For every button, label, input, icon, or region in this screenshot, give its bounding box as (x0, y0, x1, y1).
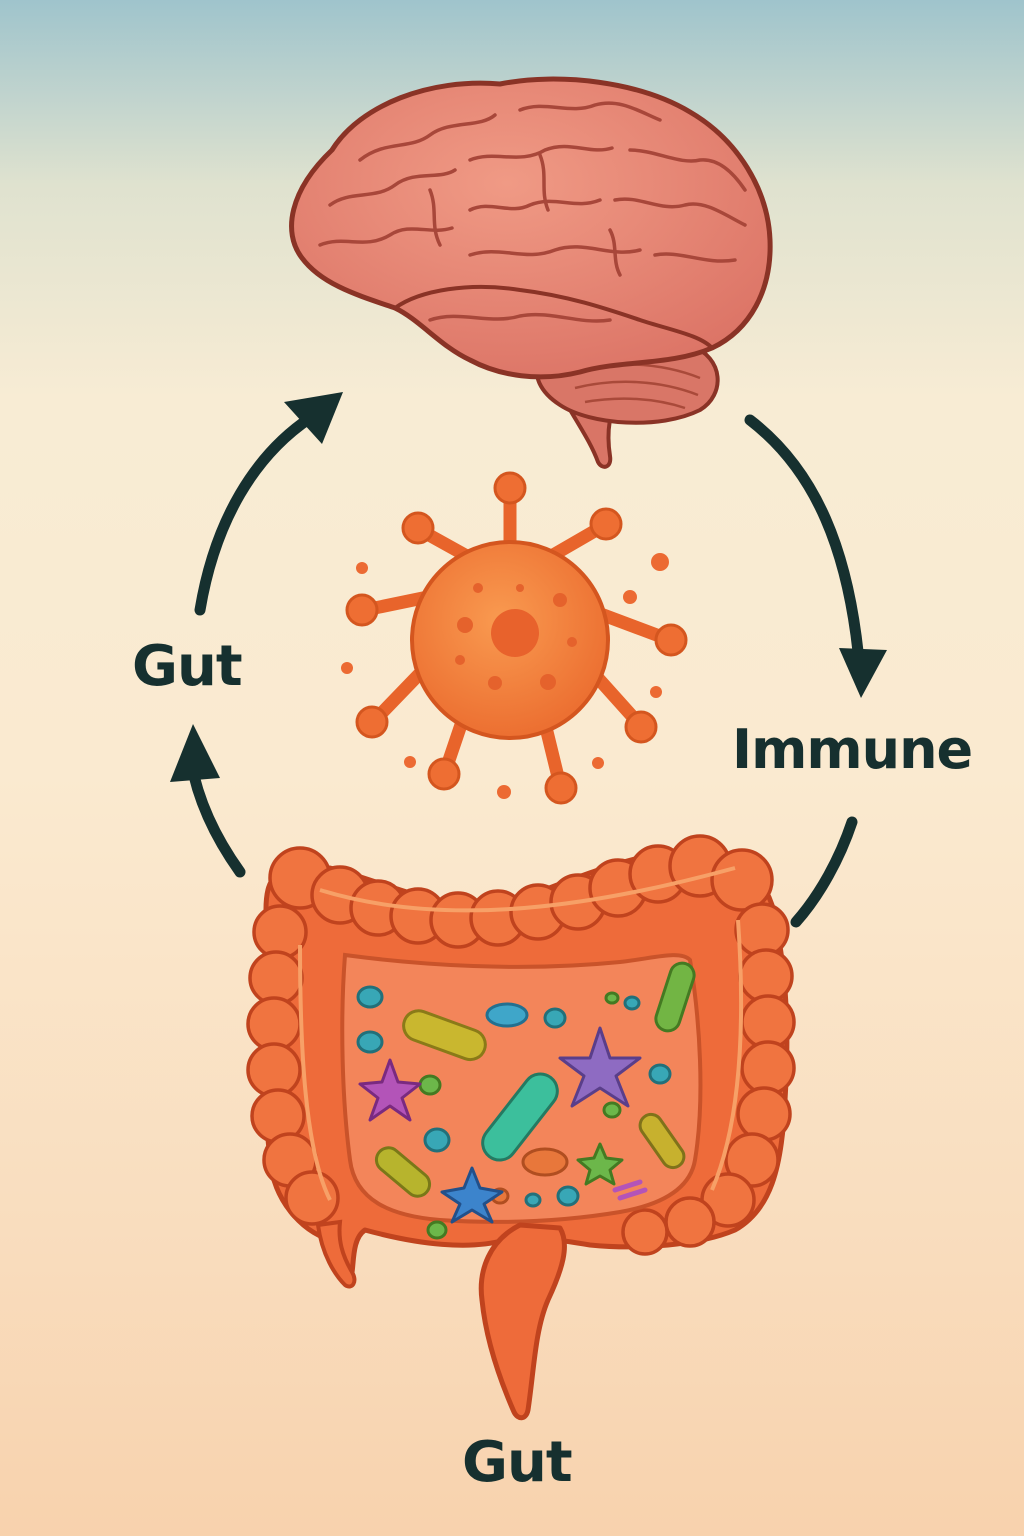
cycle-arrow-icon (744, 414, 866, 678)
cycle-arrow-icon (284, 392, 343, 444)
label-gut-bottom: Gut (462, 1430, 573, 1495)
cycle-arrow-icon (790, 816, 858, 928)
gut-bacteria-icon (356, 961, 696, 1240)
cycle-arrow-icon (170, 724, 220, 782)
brain-icon (289, 76, 773, 469)
label-gut-left: Gut (132, 634, 243, 699)
cycle-arrow-icon (194, 412, 316, 616)
immune-cell-icon (341, 471, 688, 805)
cycle-arrow-icon (839, 648, 887, 698)
label-immune: Immune (732, 718, 973, 781)
